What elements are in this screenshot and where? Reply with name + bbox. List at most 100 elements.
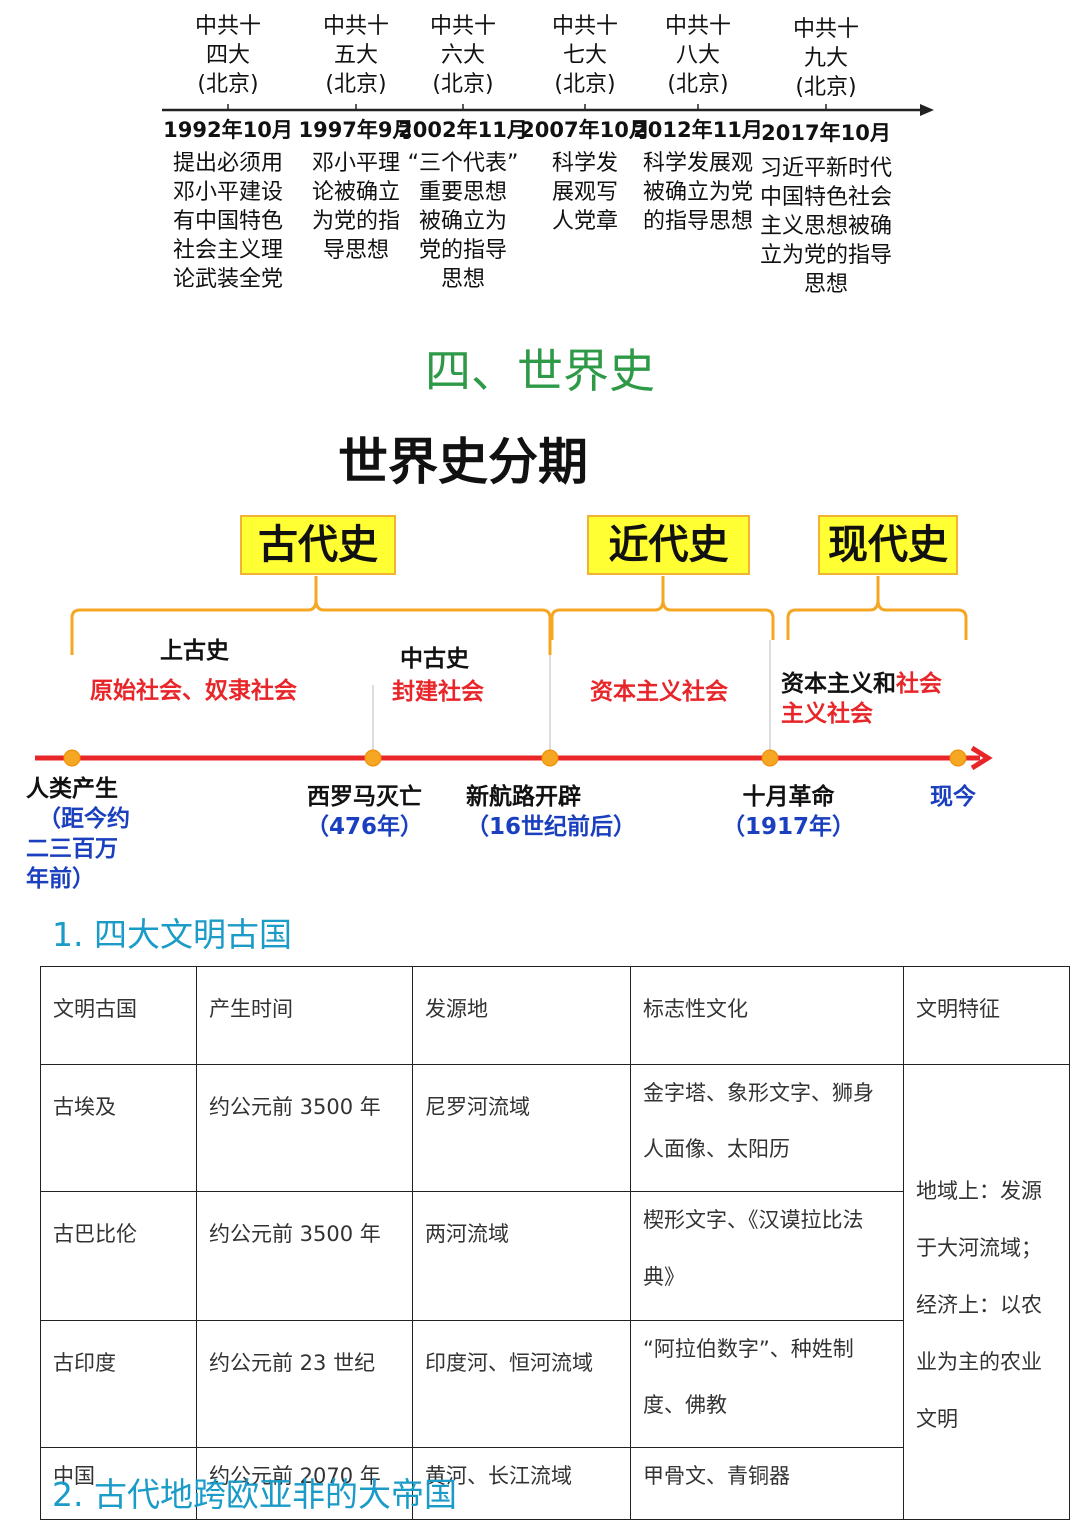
congress-date: 2012年11月 bbox=[628, 116, 768, 145]
contemporary-bracket bbox=[786, 576, 968, 640]
event-name: 西罗马灭亡 bbox=[307, 784, 422, 810]
event-name: 人类产生 bbox=[26, 776, 118, 802]
text-line: 邓小平建设 bbox=[172, 180, 283, 205]
text-line: 中共十 bbox=[792, 17, 859, 42]
congress-label: 中共十八大 (北京) bbox=[628, 12, 768, 99]
congress-date: 2007年10月 bbox=[515, 116, 655, 145]
cell: 约公元前 3500 年 bbox=[196, 1191, 413, 1321]
congress-label: 中共十四大 (北京) bbox=[158, 12, 298, 99]
zhonggu-society: 封建社会 bbox=[392, 679, 484, 705]
text-line: 为党的指 bbox=[311, 209, 400, 234]
congress-date: 2017年10月 bbox=[756, 119, 896, 148]
cell: 甲骨文、青铜器 bbox=[630, 1447, 904, 1520]
cell: 约公元前 3500 年 bbox=[196, 1064, 413, 1192]
period-contemporary: 现代史 bbox=[818, 515, 958, 575]
header-cell: 产生时间 bbox=[196, 966, 413, 1065]
table-row: 古埃及约公元前 3500 年尼罗河流域金字塔、象形文字、狮身人面像、太阳历 地域… bbox=[40, 1064, 1070, 1520]
event-date: （1917年） bbox=[722, 814, 856, 840]
text-line: 展观写 bbox=[551, 180, 618, 205]
text: 资本主义和 bbox=[781, 671, 896, 697]
text-line: 中共十 bbox=[322, 14, 389, 39]
modern-society: 资本主义社会 bbox=[590, 679, 728, 705]
text-line: 有中国特色 bbox=[172, 209, 283, 234]
text-line: (北京) bbox=[197, 72, 259, 97]
header-cell: 标志性文化 bbox=[630, 966, 904, 1065]
text-line: 被确立为党 bbox=[642, 180, 753, 205]
event-human-origin: 人类产生（距今约二三百万年前） bbox=[26, 774, 130, 894]
text-line: (北京) bbox=[667, 72, 729, 97]
text-line: 八大 bbox=[675, 43, 720, 68]
periodization-diagram bbox=[35, 576, 993, 771]
congress-date: 2002年11月 bbox=[393, 116, 533, 145]
shanggu-label: 上古史 bbox=[160, 638, 229, 664]
congress-label: 中共十五大 (北京) bbox=[286, 12, 426, 99]
text-line: 2002年11月 bbox=[398, 118, 528, 142]
cell: 古印度 bbox=[40, 1320, 197, 1448]
text-line: 中共十 bbox=[194, 14, 261, 39]
text: 社会 bbox=[896, 671, 942, 697]
text-line: 六大 bbox=[440, 43, 485, 68]
congress-description: “三个代表”重要思想被确立为党的指导思想 bbox=[393, 149, 533, 294]
text-line: 党的指导 bbox=[418, 238, 507, 263]
text-line: 立为党的指导 bbox=[759, 243, 892, 268]
event-rome-fall: 西罗马灭亡（476年） bbox=[306, 782, 423, 842]
cell: “阿拉伯数字”、种姓制度、佛教 bbox=[630, 1320, 904, 1448]
text-line: 人党章 bbox=[551, 209, 618, 234]
congress-date: 1997年9月 bbox=[286, 116, 426, 145]
arrow-icon bbox=[970, 745, 993, 771]
event-dot bbox=[761, 749, 779, 767]
text-line: (北京) bbox=[554, 72, 616, 97]
ancient-bracket bbox=[70, 576, 552, 655]
text-line: 思想 bbox=[803, 272, 848, 297]
cell: 古埃及 bbox=[40, 1064, 197, 1192]
text-line: 的指导思想 bbox=[642, 209, 753, 234]
header-cell: 文明古国 bbox=[40, 966, 197, 1065]
event-name: 新航路开辟 bbox=[466, 784, 581, 810]
congress-description: 科学发展观被确立为党的指导思想 bbox=[628, 149, 768, 236]
text-line: 重要思想 bbox=[418, 180, 507, 205]
header-cell: 文明特征 bbox=[903, 966, 1070, 1065]
period-brackets bbox=[70, 576, 968, 655]
feature-cell: 地域上：发源于大河流域；经济上：以农业为主的农业文明 bbox=[903, 1064, 1070, 1520]
cell: 金字塔、象形文字、狮身人面像、太阳历 bbox=[630, 1064, 904, 1192]
table-row: 古巴比伦约公元前 3500 年两河流域楔形文字、《汉谟拉比法典》 bbox=[40, 1191, 1070, 1321]
cell: 印度河、恒河流域 bbox=[412, 1320, 631, 1448]
cell: 约公元前 2070 年 bbox=[196, 1447, 413, 1520]
event-dot bbox=[949, 749, 967, 767]
event-dot bbox=[63, 749, 81, 767]
text-line: 科学发展观 bbox=[642, 151, 753, 176]
congress-description: 提出必须用邓小平建设有中国特色社会主义理论武装全党 bbox=[158, 149, 298, 294]
text-line: “三个代表” bbox=[407, 151, 519, 176]
event-name: 十月革命 bbox=[742, 784, 835, 810]
congress-label: 中共十九大(北京) bbox=[756, 15, 896, 102]
text-line: 中共十 bbox=[429, 14, 496, 39]
text-line: 中共十 bbox=[664, 14, 731, 39]
table-row: 中国约公元前 2070 年黄河、长江流域甲骨文、青铜器 bbox=[40, 1447, 1070, 1520]
table-header-row: 文明古国 产生时间 发源地 标志性文化 文明特征 bbox=[40, 966, 1070, 1065]
text-line: 论武装全党 bbox=[172, 267, 283, 292]
text-line: (北京) bbox=[432, 72, 494, 97]
heading-empires: 2. 古代地跨欧亚非的大帝国 bbox=[52, 1475, 457, 1514]
header-cell: 发源地 bbox=[412, 966, 631, 1065]
modern-bracket bbox=[550, 576, 775, 640]
event-date: （16世纪前后） bbox=[466, 814, 637, 840]
congress-description: 科学发展观写人党章 bbox=[515, 149, 655, 236]
text-line: 1992年10月 bbox=[163, 118, 293, 142]
event-date: 二三百万 bbox=[26, 836, 118, 862]
congress-label: 中共十七大(北京) bbox=[515, 12, 655, 99]
zhonggu-label: 中古史 bbox=[400, 646, 469, 672]
congress-date: 1992年10月 bbox=[158, 116, 298, 145]
text-line: 邓小平理 bbox=[311, 151, 400, 176]
text-line: 科学发 bbox=[551, 151, 618, 176]
text-line: (北京) bbox=[325, 72, 387, 97]
text-line: 2017年10月 bbox=[761, 121, 891, 145]
text: 主义社会 bbox=[781, 701, 873, 727]
cell: 黄河、长江流域 bbox=[412, 1447, 631, 1520]
congress-description: 邓小平理论被确立为党的指导思想 bbox=[286, 149, 426, 265]
diagram-title: 世界史分期 bbox=[338, 433, 588, 491]
text-line: 五大 bbox=[333, 43, 378, 68]
period-ancient: 古代史 bbox=[240, 515, 396, 575]
text-line: 中共十 bbox=[551, 14, 618, 39]
text-line: 四大 bbox=[205, 43, 250, 68]
text-line: 被确立为 bbox=[418, 209, 507, 234]
